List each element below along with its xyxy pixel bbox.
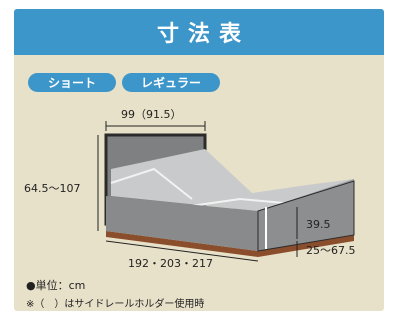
rail-height-label: 39.5 xyxy=(306,218,331,231)
page-title: 寸法表 xyxy=(156,22,250,47)
bed-base-frame xyxy=(106,231,354,257)
height-label: 64.5〜107 xyxy=(24,182,81,195)
bed-front-side xyxy=(106,196,258,251)
length-dimension-line xyxy=(105,240,259,262)
mattress-top xyxy=(111,149,354,211)
rail-holder-note: ※（ ）はサイドレールホルダー使用時 xyxy=(26,299,205,310)
tag-regular-label: レギュラー xyxy=(140,76,201,90)
tag-regular: レギュラー xyxy=(122,73,220,92)
mattress-back-fold xyxy=(110,167,193,200)
mattress-leg-fold xyxy=(183,197,285,208)
footboard xyxy=(257,180,355,252)
length-label: 192・203・217 xyxy=(128,257,213,270)
tag-short-label: ショート xyxy=(47,76,96,90)
title-bar: 寸法表 xyxy=(14,9,384,55)
unit-note: ●単位：cm xyxy=(26,279,86,292)
dimension-card: 寸法表 ショート レギュラー 99（91.5） 64.5〜107 192・203… xyxy=(14,9,384,311)
width-label: 99（91.5） xyxy=(121,108,182,121)
floor-height-label: 25〜67.5 xyxy=(306,244,356,257)
bed-dimension-diagram: 99（91.5） 64.5〜107 192・203・217 39.5 25〜67… xyxy=(24,108,356,270)
tag-short: ショート xyxy=(28,73,116,92)
